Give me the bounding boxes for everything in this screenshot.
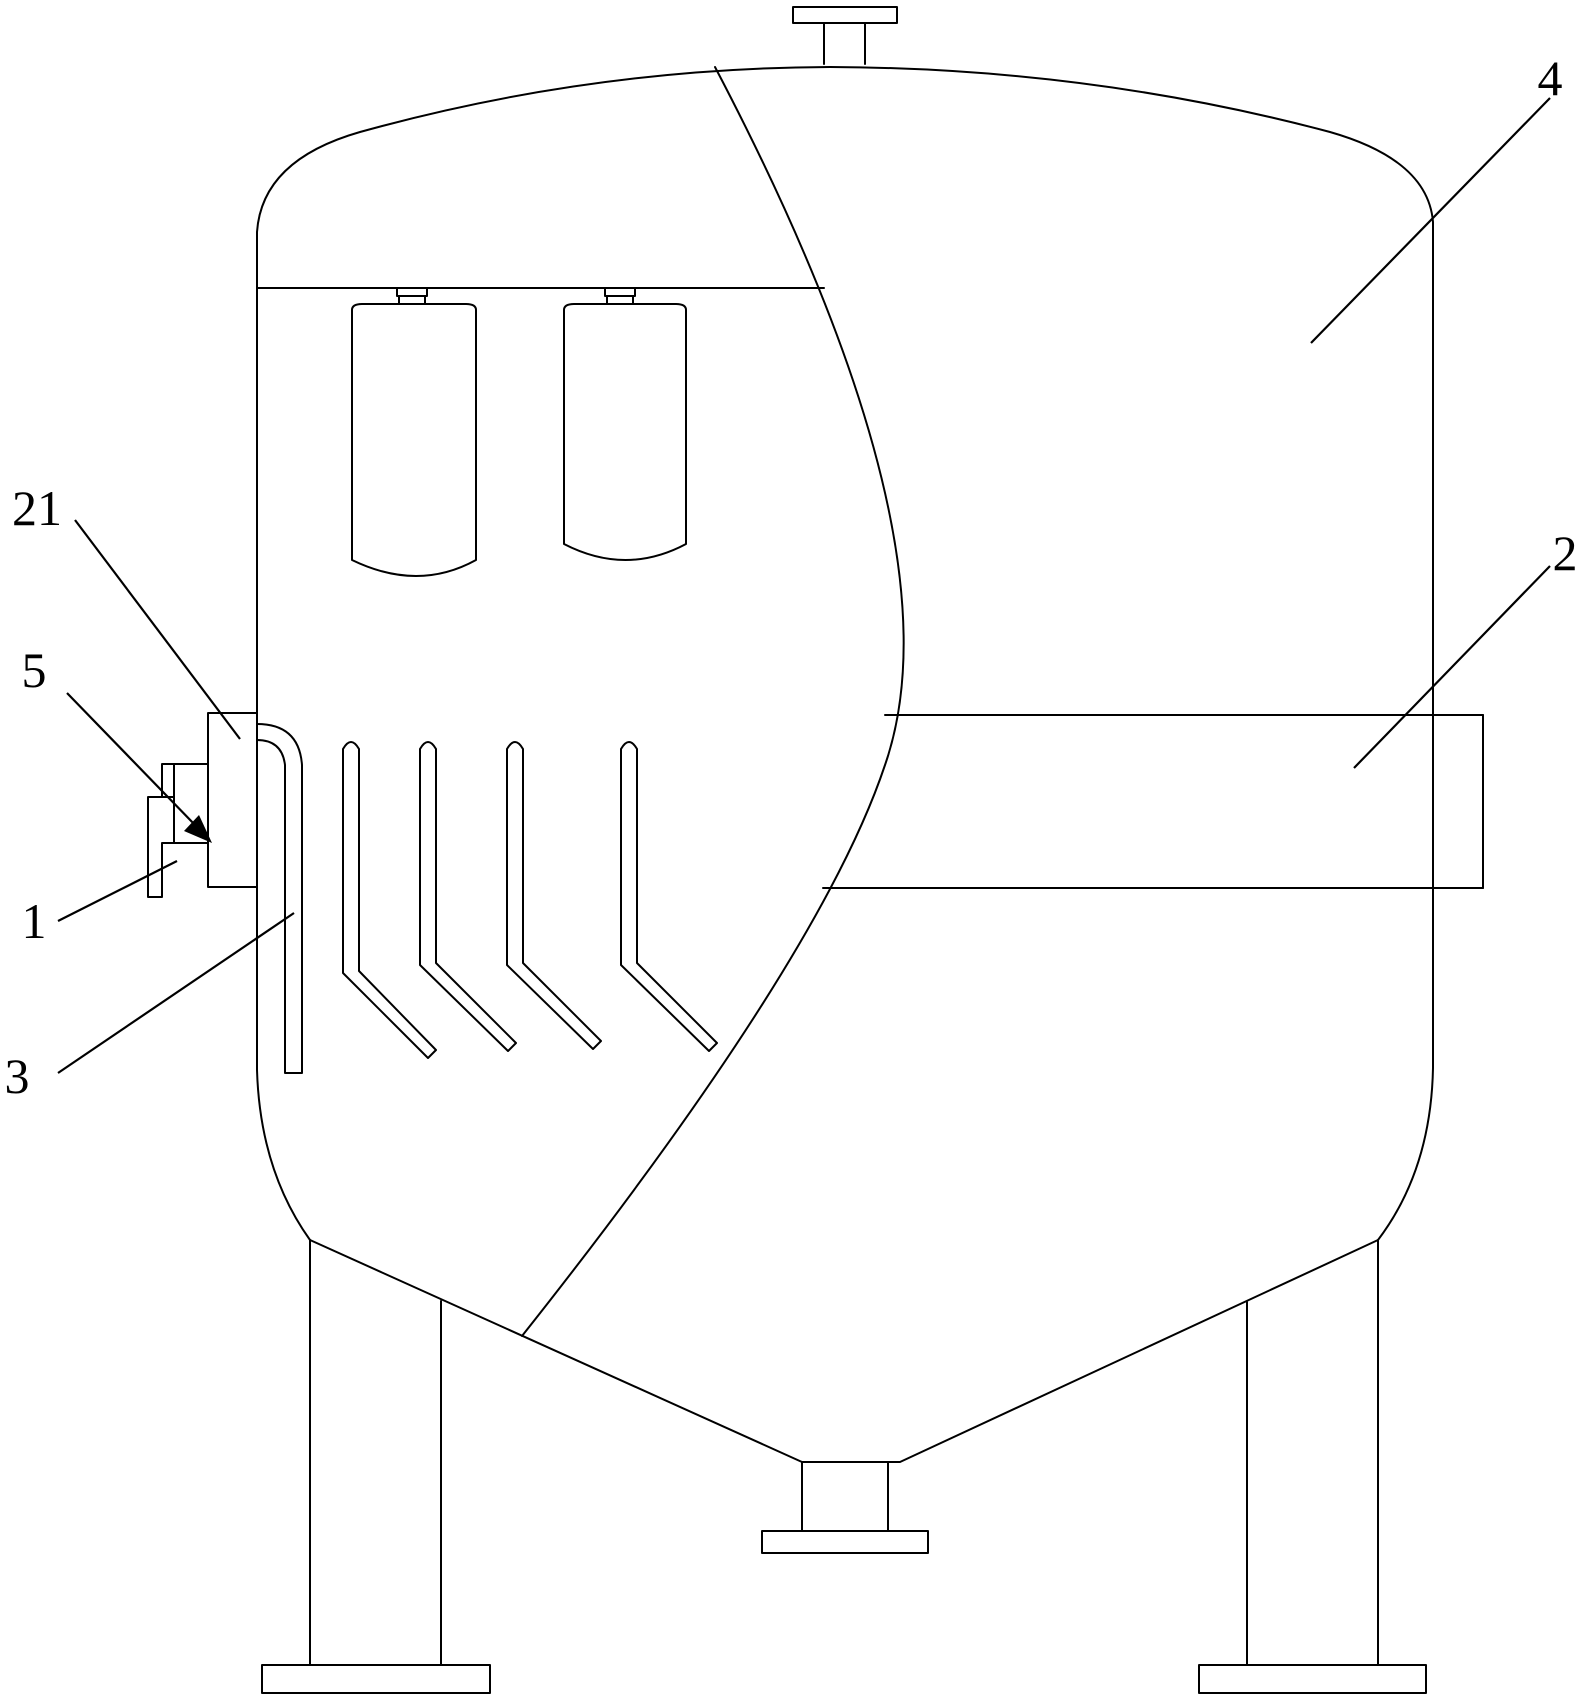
leader-lines xyxy=(57,97,1551,1074)
label-4: 4 xyxy=(1538,50,1563,106)
label-1: 1 xyxy=(22,893,47,949)
label-3: 3 xyxy=(5,1048,30,1104)
cutaway-line xyxy=(521,66,905,1337)
cone-bottom xyxy=(309,1239,1379,1463)
leader-4 xyxy=(1310,97,1551,344)
bent-tubes xyxy=(342,741,718,1059)
leader-2 xyxy=(1353,565,1551,769)
top-nozzle xyxy=(792,6,898,65)
filter-cartridge-1 xyxy=(351,287,477,577)
distribution-pipe xyxy=(256,723,303,1074)
filter-cartridge-2 xyxy=(563,287,687,561)
label-21: 21 xyxy=(12,480,62,536)
leader-5 xyxy=(66,692,197,827)
inlet-chamber xyxy=(207,712,258,888)
jacket-band xyxy=(822,714,1484,889)
leader-21 xyxy=(74,519,241,740)
arrow-head-5 xyxy=(184,815,212,843)
label-5: 5 xyxy=(22,642,47,698)
support-legs xyxy=(261,1239,1427,1694)
bottom-nozzle xyxy=(761,1461,929,1554)
vessel-shell xyxy=(256,66,1434,1241)
label-2: 2 xyxy=(1553,525,1578,581)
leader-1 xyxy=(57,860,178,922)
inlet-nozzle xyxy=(147,763,209,898)
leader-3 xyxy=(57,912,295,1074)
